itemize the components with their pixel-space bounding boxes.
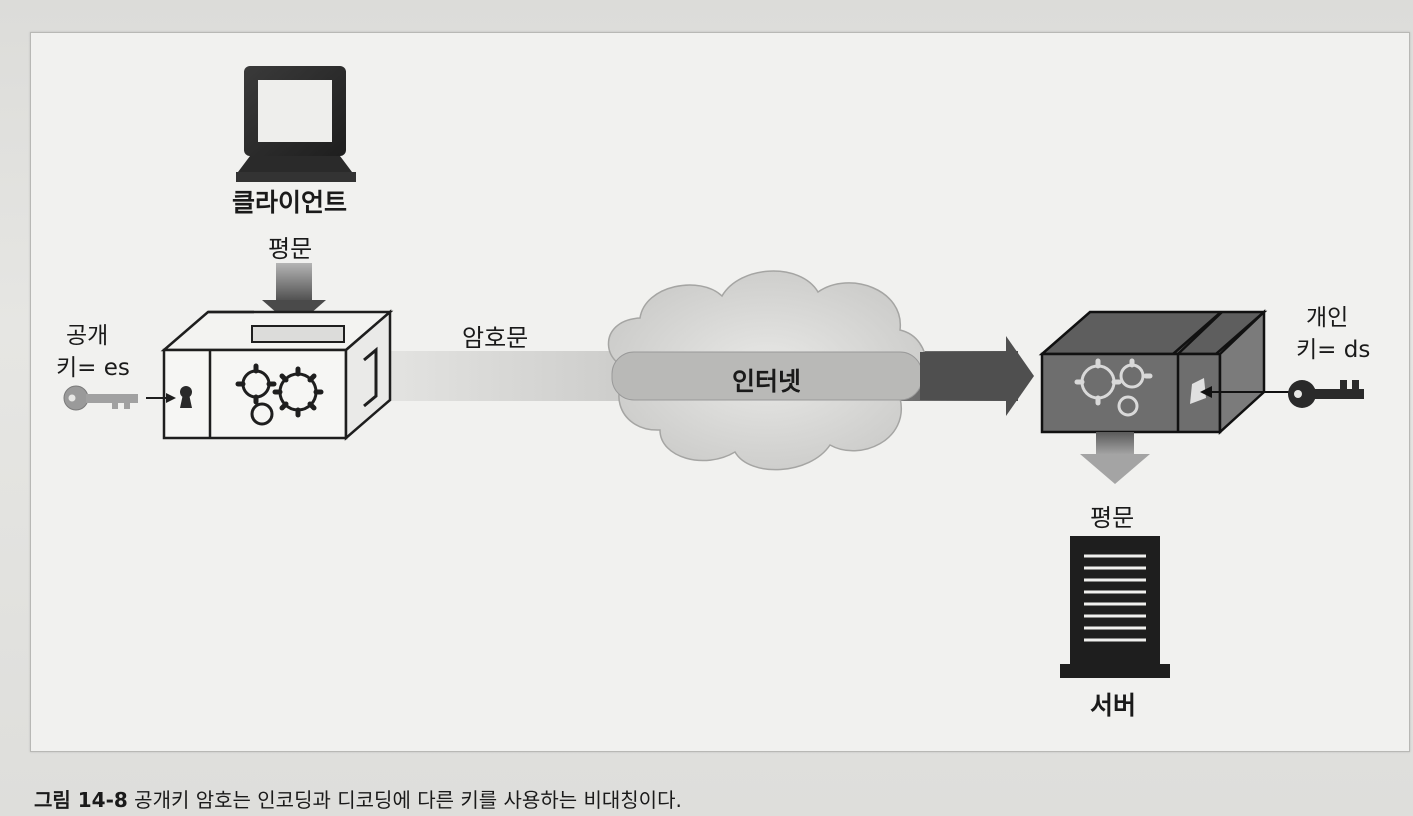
server-tower-icon <box>1060 536 1170 678</box>
internet-to-server-arrow <box>920 336 1034 416</box>
client-label: 클라이언트 <box>232 188 348 217</box>
server-plaintext-arrow <box>1080 432 1150 484</box>
server-plaintext-label: 평문 <box>1090 504 1135 532</box>
public-key-label-line2: 키= es <box>56 355 130 381</box>
private-key-arrow <box>1200 386 1290 398</box>
figure-caption-label: 그림 14-8 <box>34 788 128 812</box>
public-key-label-line1: 공개 <box>66 323 109 349</box>
figure-caption: 그림 14-8 공개키 암호는 인코딩과 디코딩에 다른 키를 사용하는 비대칭… <box>34 784 682 813</box>
internet-label: 인터넷 <box>732 367 802 396</box>
private-key-label-line2: 키= ds <box>1296 337 1371 363</box>
client-keyhole-icon <box>180 386 192 408</box>
server-keyhole-icon <box>1190 378 1206 404</box>
ciphertext-label: 암호문 <box>462 324 529 352</box>
server-gears-icon <box>1074 358 1153 417</box>
client-plaintext-label: 평문 <box>268 235 313 263</box>
client-gears-icon <box>235 363 324 426</box>
client-computer-icon <box>236 66 356 182</box>
private-key-icon <box>1288 380 1364 408</box>
public-key-arrow <box>146 393 176 403</box>
public-key-icon <box>63 385 138 411</box>
figure-caption-text: 공개키 암호는 인코딩과 디코딩에 다른 키를 사용하는 비대칭이다. <box>127 788 682 812</box>
internet-cloud-icon <box>607 270 927 471</box>
server-label: 서버 <box>1090 691 1137 720</box>
client-encryption-box <box>160 309 394 441</box>
private-key-label-line1: 개인 <box>1306 305 1349 331</box>
server-decryption-box <box>1038 309 1268 435</box>
